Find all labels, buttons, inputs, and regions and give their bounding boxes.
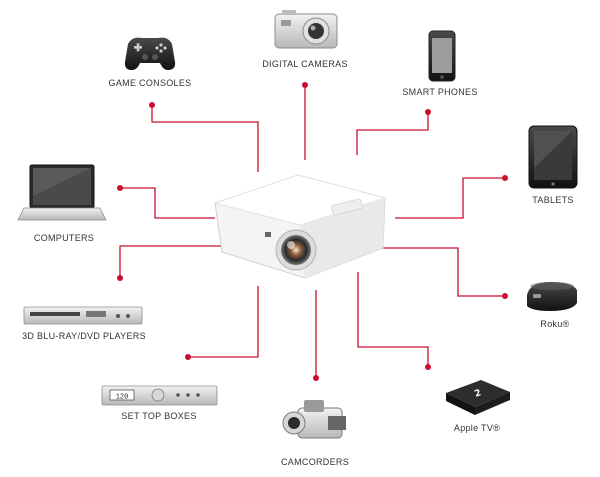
label-bluray: 3D BLU-RAY/DVD PLAYERS [22, 331, 146, 341]
label-digital-cameras: DIGITAL CAMERAS [262, 59, 348, 69]
projector-icon [213, 174, 387, 279]
set-top-box-display: 120 [116, 394, 129, 402]
set-top-box-icon: 120 [101, 385, 218, 406]
connector-bluray [119, 245, 222, 278]
dot-roku [502, 293, 508, 299]
connector-game-consoles [151, 105, 259, 172]
svg-text:2: 2 [473, 388, 482, 399]
label-game-consoles: GAME CONSOLES [108, 78, 192, 88]
laptop-icon [17, 164, 107, 221]
connector-roku [370, 247, 505, 297]
connector-computers [120, 187, 215, 219]
connector-apple-tv [357, 272, 429, 367]
smartphone-icon [428, 30, 456, 82]
label-apple-tv: Apple TV® [453, 423, 501, 433]
dot-bluray [117, 275, 123, 281]
gamepad-icon [124, 37, 176, 70]
roku-box-icon [527, 282, 577, 311]
dot-smart-phones [425, 109, 431, 115]
label-roku: Roku® [540, 319, 570, 329]
label-smart-phones: SMART PHONES [402, 87, 478, 97]
dot-set-top [185, 354, 191, 360]
connector-smart-phones [356, 112, 429, 155]
dot-digital-cameras [302, 82, 308, 88]
connector-set-top [188, 286, 259, 358]
tablet-icon [528, 125, 578, 189]
camera-icon [274, 10, 338, 49]
bluray-player-icon [23, 306, 143, 325]
label-computers: COMPUTERS [33, 233, 95, 243]
dot-camcorders [313, 375, 319, 381]
dot-game-consoles [149, 102, 155, 108]
apple-tv-icon: 2 [446, 380, 510, 415]
dot-computers [117, 185, 123, 191]
label-tablets: TABLETS [532, 195, 574, 205]
dot-apple-tv [425, 364, 431, 370]
label-camcorders: CAMCORDERS [280, 457, 350, 467]
connector-tablets [395, 177, 505, 219]
dot-tablets [502, 175, 508, 181]
connector-dots [117, 82, 508, 381]
connector-lines [119, 85, 505, 378]
camcorder-icon [282, 400, 346, 439]
label-set-top: SET TOP BOXES [121, 411, 197, 421]
